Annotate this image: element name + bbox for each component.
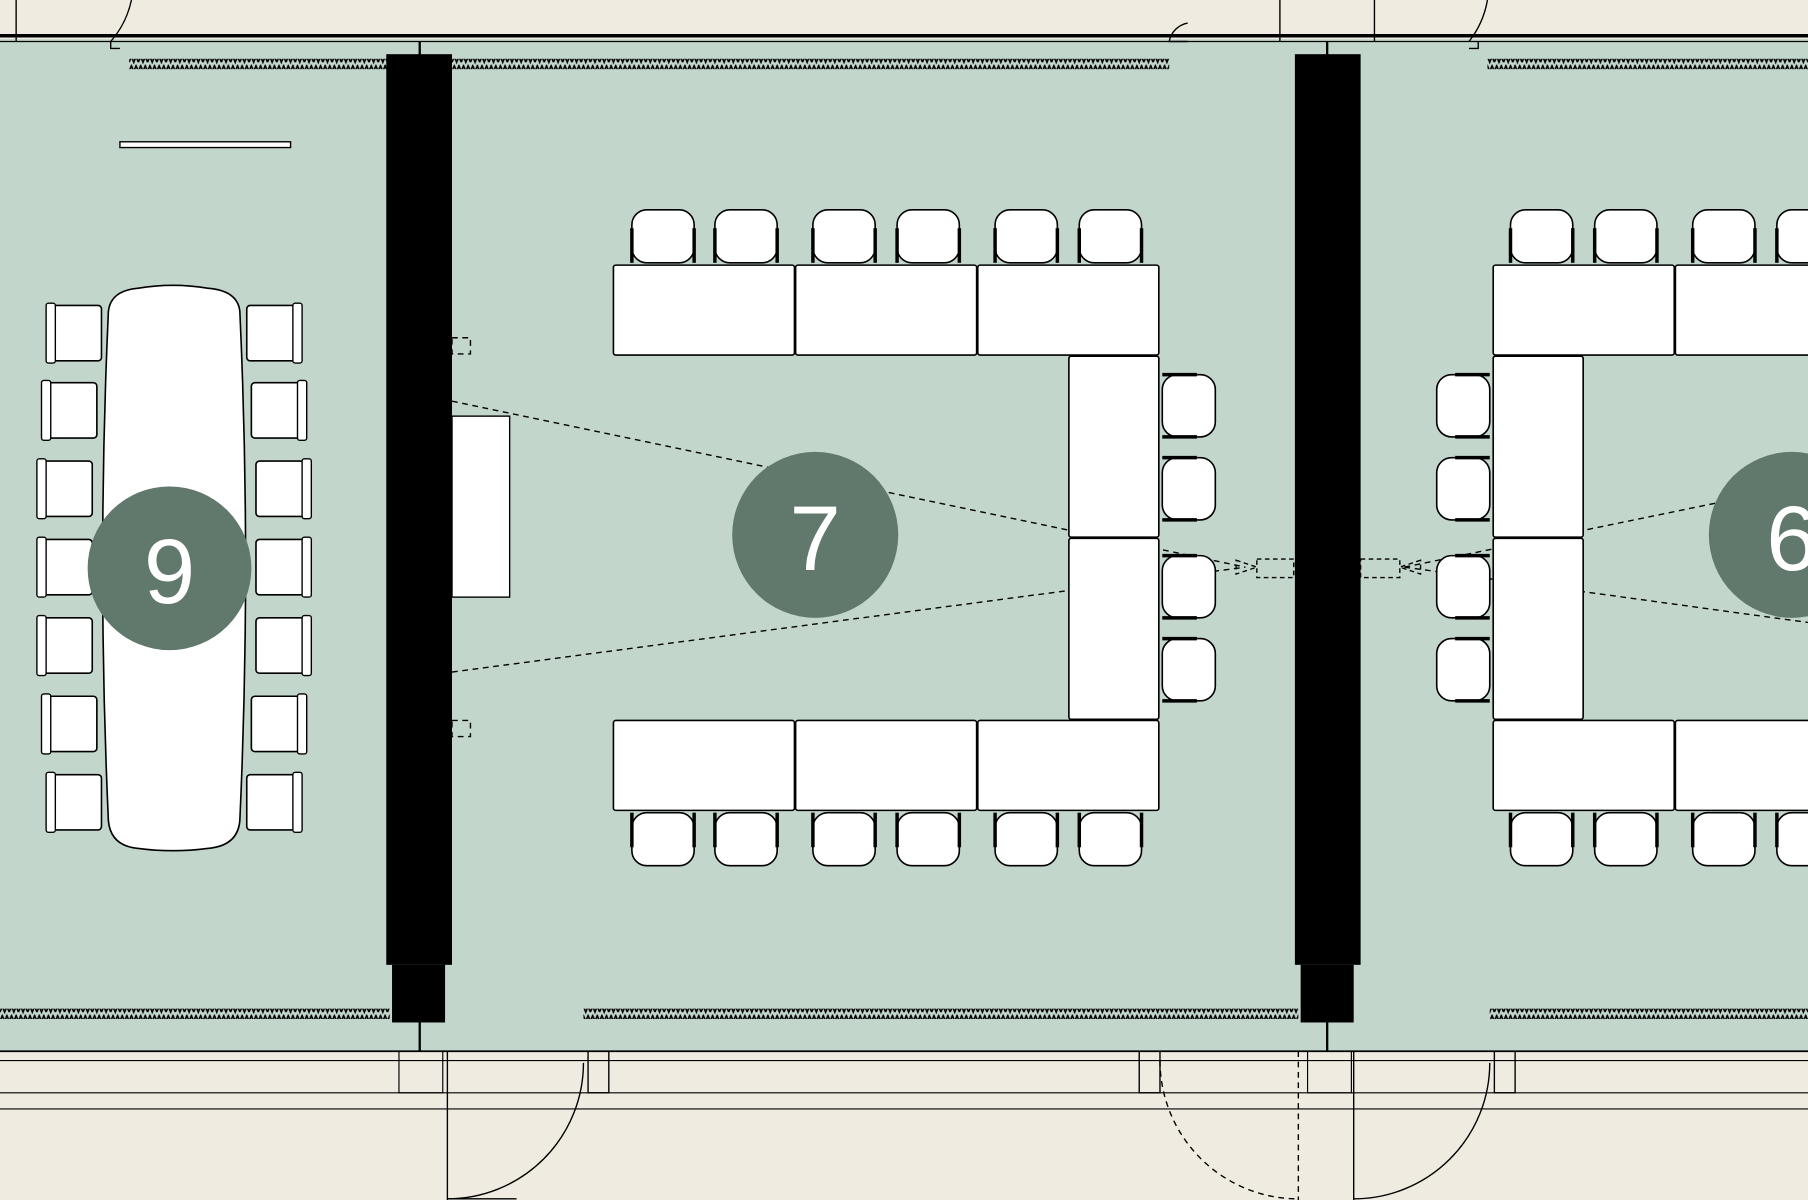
u-shape-tables [1492,264,1808,812]
whiteboard [119,141,292,149]
room-marker [1708,451,1808,618]
curtain-icon [0,58,1808,1020]
room-number-7: 7 [790,487,841,590]
room-marker [87,486,252,651]
room-7: 7 [451,208,1295,868]
partition-wall-7-6 [1294,41,1361,1094]
room-marker [732,451,899,618]
partition-wall-9-7 [386,41,452,1094]
room-6: 6 [1359,208,1808,868]
door-swing-icon [15,0,1489,50]
u-shape-tables [612,264,1160,812]
door-swing-icon [446,1050,1516,1200]
room-9: 9 [36,141,313,852]
room-number-9: 9 [144,520,195,623]
room-number-6: 6 [1766,487,1808,590]
screen-icon [451,415,511,598]
